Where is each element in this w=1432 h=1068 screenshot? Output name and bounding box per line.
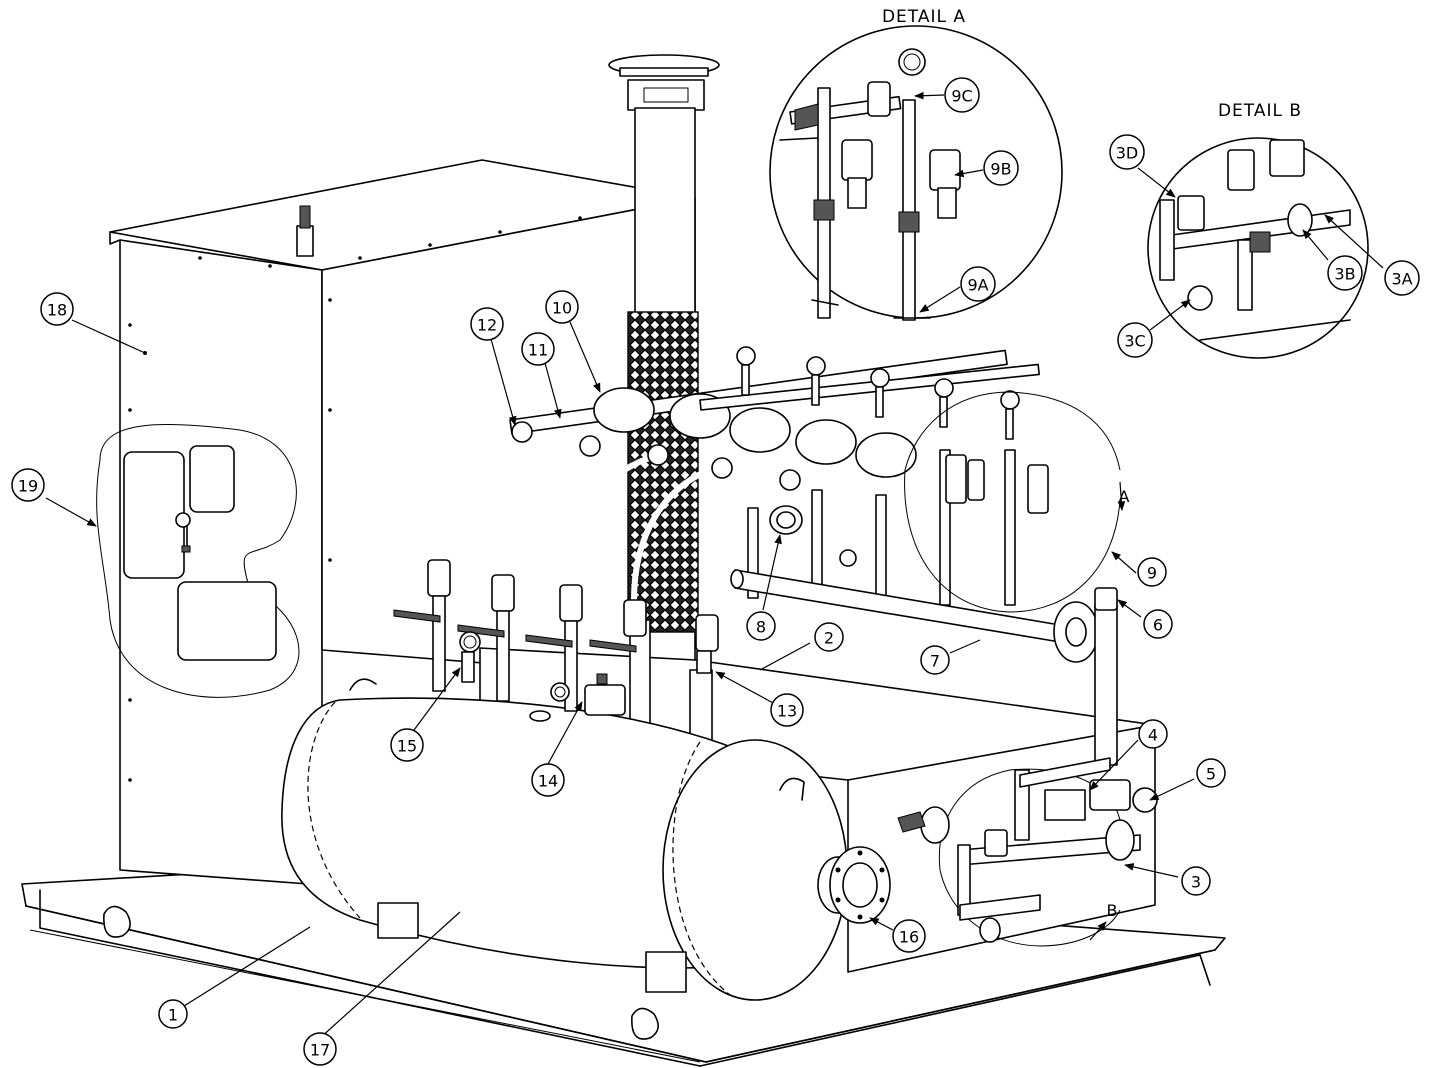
svg-text:15: 15 <box>397 737 417 756</box>
callout-12: 12 <box>470 307 504 341</box>
svg-text:13: 13 <box>777 702 797 721</box>
svg-text:3C: 3C <box>1124 332 1145 351</box>
callout-3: 3 <box>1181 866 1211 896</box>
callout-17: 17 <box>303 1032 337 1066</box>
svg-text:9: 9 <box>1147 564 1157 583</box>
svg-text:6: 6 <box>1153 616 1163 635</box>
svg-text:12: 12 <box>477 316 497 335</box>
leaders <box>45 91 1384 1039</box>
exhaust-stack <box>608 54 720 746</box>
detail-a-view <box>769 25 1063 321</box>
svg-text:5: 5 <box>1206 765 1216 784</box>
gas-train <box>897 757 1158 943</box>
svg-text:1: 1 <box>168 1006 178 1025</box>
detail-a-marker <box>904 391 1126 613</box>
view-letter-a: A <box>1119 487 1130 506</box>
svg-text:16: 16 <box>899 928 919 947</box>
callout-3a: 3A <box>1384 260 1420 296</box>
svg-text:14: 14 <box>538 772 558 791</box>
callout-4: 4 <box>1138 719 1168 749</box>
control-enclosure <box>109 159 696 886</box>
svg-text:11: 11 <box>528 341 548 360</box>
callout-16: 16 <box>892 919 926 953</box>
callout-9: 9 <box>1137 557 1167 587</box>
svg-text:3D: 3D <box>1116 144 1139 163</box>
callout-3d: 3D <box>1109 134 1145 170</box>
svg-text:9B: 9B <box>990 160 1011 179</box>
callout-10: 10 <box>545 290 579 324</box>
callout-8: 8 <box>746 611 776 641</box>
burner-hoses <box>428 427 792 616</box>
callout-6: 6 <box>1143 609 1173 639</box>
callout-9c: 9C <box>944 77 980 113</box>
callout-1: 1 <box>158 999 188 1029</box>
sight-glass <box>769 505 803 535</box>
svg-text:10: 10 <box>552 299 572 318</box>
svg-text:8: 8 <box>756 618 766 637</box>
manifold-gauges <box>736 346 1020 567</box>
water-tank <box>281 678 891 1001</box>
callout-18: 18 <box>40 292 74 326</box>
svg-text:18: 18 <box>47 301 67 320</box>
svg-text:4: 4 <box>1148 726 1158 745</box>
callout-9a: 9A <box>960 266 996 302</box>
svg-text:3B: 3B <box>1334 265 1355 284</box>
burner-valves <box>393 559 719 712</box>
callout-13: 13 <box>770 693 804 727</box>
callout-15: 15 <box>390 728 424 762</box>
svg-text:19: 19 <box>18 477 38 496</box>
callout-2: 2 <box>814 622 844 652</box>
gas-manifold <box>699 346 1118 766</box>
svg-text:7: 7 <box>930 652 940 671</box>
detail-a-title: DETAIL A <box>882 7 966 27</box>
electrical-panels <box>96 423 300 698</box>
callout-3c: 3C <box>1117 322 1153 358</box>
callout-7: 7 <box>920 645 950 675</box>
svg-text:3A: 3A <box>1391 270 1412 289</box>
tank-flange <box>817 846 891 924</box>
detail-b-view <box>1147 137 1369 359</box>
svg-text:17: 17 <box>310 1041 330 1060</box>
vent-cap <box>296 205 314 257</box>
svg-text:9C: 9C <box>951 87 972 106</box>
svg-text:9A: 9A <box>967 276 988 295</box>
svg-text:3: 3 <box>1191 873 1201 892</box>
manifold-drops <box>747 449 1049 606</box>
gauge-assemblies <box>459 631 626 722</box>
callout-14: 14 <box>531 763 565 797</box>
callout-19: 19 <box>11 468 45 502</box>
callout-5: 5 <box>1196 758 1226 788</box>
svg-text:2: 2 <box>824 629 834 648</box>
callout-3b: 3B <box>1327 255 1363 291</box>
detail-b-title: DETAIL B <box>1218 101 1302 121</box>
view-letter-b: B <box>1107 901 1118 920</box>
callout-9b: 9B <box>983 150 1019 186</box>
callout-11: 11 <box>521 332 555 366</box>
